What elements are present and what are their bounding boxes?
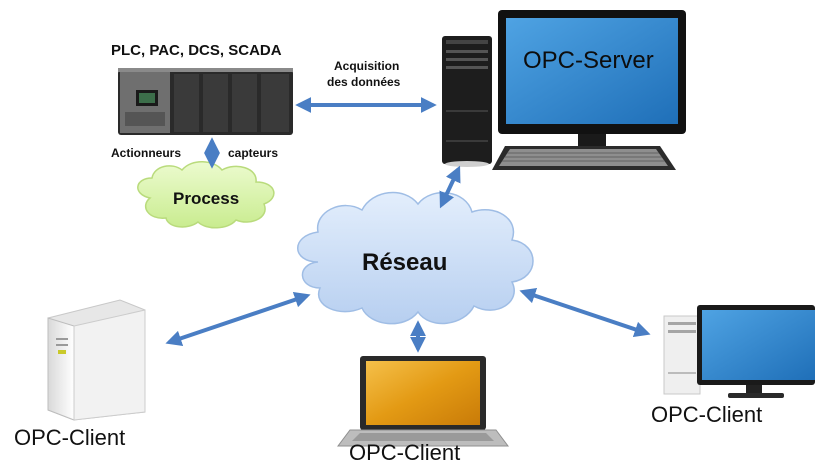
acquisition-label-line1: Acquisition — [334, 59, 400, 73]
server-tower — [442, 36, 492, 167]
center-client-label: OPC-Client — [349, 440, 461, 465]
left-client-tower — [47, 299, 146, 421]
plc-rack — [118, 68, 293, 135]
right-client-tower — [663, 315, 701, 395]
sensors-label: capteurs — [228, 146, 279, 160]
process-cloud — [137, 161, 275, 229]
right-client-label: OPC-Client — [651, 402, 763, 427]
right-client-monitor — [697, 305, 815, 398]
arrow-network-left — [165, 292, 311, 346]
process-label: Process — [173, 189, 240, 208]
actuators-label: Actionneurs — [111, 146, 182, 160]
network-cloud — [297, 191, 534, 325]
acquisition-label-line2: des données — [327, 75, 401, 89]
connection-arrows — [165, 97, 651, 353]
server-label: OPC-Server — [523, 47, 654, 74]
center-laptop — [337, 356, 509, 447]
arrow-network-right — [519, 287, 651, 338]
left-client-label: OPC-Client — [14, 425, 126, 450]
arrow-server-network — [439, 165, 461, 209]
plc-title: PLC, PAC, DCS, SCADA — [111, 42, 282, 59]
server-monitor — [498, 10, 686, 152]
keyboard — [492, 146, 676, 170]
network-label: Réseau — [362, 249, 448, 276]
